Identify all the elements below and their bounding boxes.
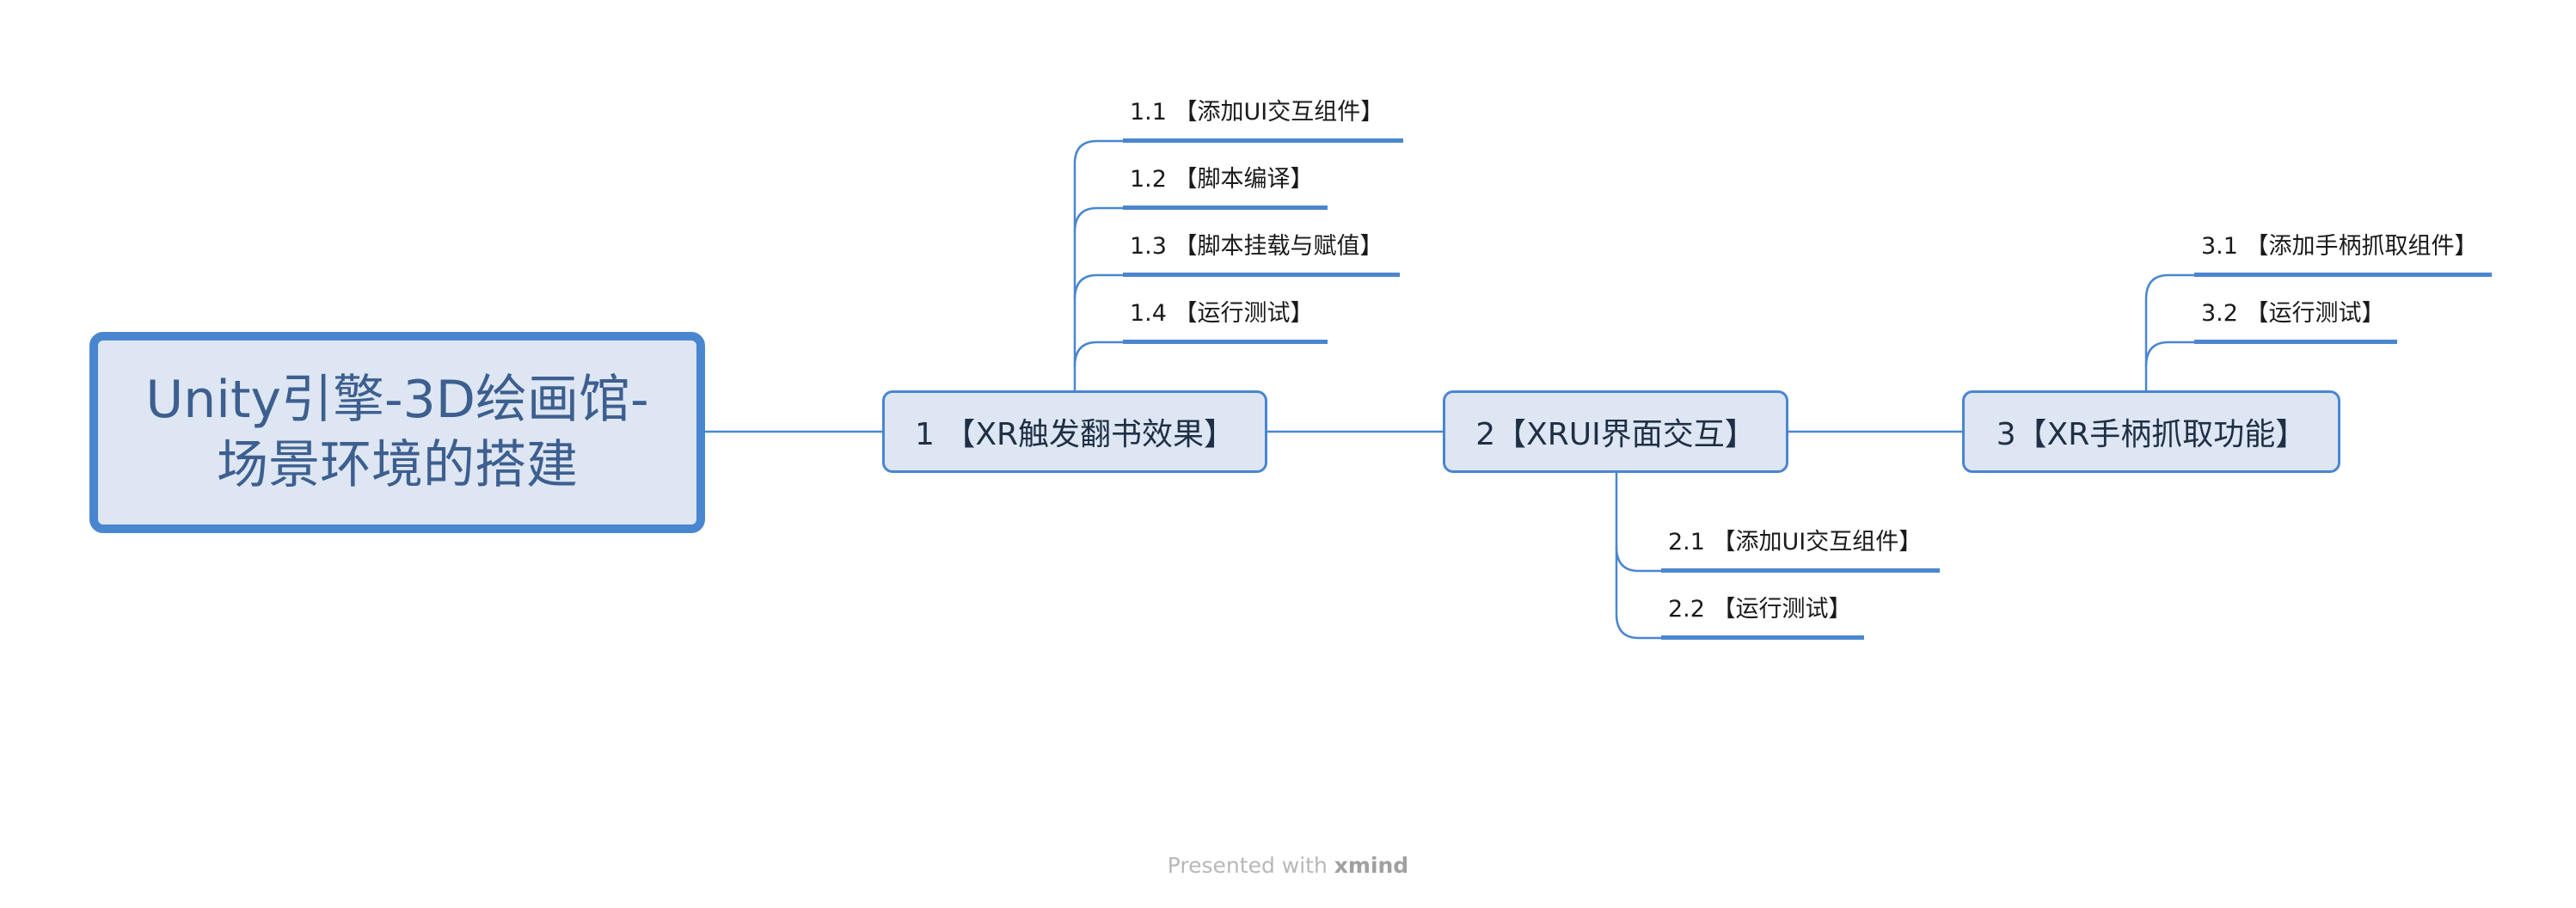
main-topic-xrui-interaction[interactable]: 2【XRUI界面交互】 xyxy=(1443,390,1788,473)
subtopic-3-2-underline xyxy=(2194,340,2397,344)
subtopic-1-1[interactable]: 1.1 【添加UI交互组件】 xyxy=(1130,99,1384,126)
subtopic-2-1[interactable]: 2.1 【添加UI交互组件】 xyxy=(1668,529,1923,555)
subtopic-3-2[interactable]: 3.2 【运行测试】 xyxy=(2201,300,2385,327)
footer-prefix: Presented with xyxy=(1167,853,1334,878)
connector-1-2 xyxy=(1073,206,1126,233)
connector-3-2 xyxy=(2144,340,2198,367)
connector-2-2 xyxy=(1615,547,1663,640)
subtopic-1-4[interactable]: 1.4 【运行测试】 xyxy=(1130,300,1314,327)
subtopic-1-2-underline xyxy=(1123,206,1328,210)
connector-1-1 xyxy=(1073,139,1126,390)
subtopic-2-1-underline xyxy=(1661,568,1940,573)
subtopic-1-3[interactable]: 1.3 【脚本挂载与赋值】 xyxy=(1130,233,1383,260)
connector-1-4 xyxy=(1073,340,1126,367)
connector-1-3 xyxy=(1073,273,1126,300)
subtopic-3-1[interactable]: 3.1 【添加手柄抓取组件】 xyxy=(2201,233,2478,260)
subtopic-1-2[interactable]: 1.2 【脚本编译】 xyxy=(1130,166,1314,193)
subtopic-3-1-underline xyxy=(2194,273,2492,277)
subtopic-1-1-underline xyxy=(1123,138,1403,143)
main-topic-xr-grab[interactable]: 3【XR手柄抓取功能】 xyxy=(1962,390,2340,473)
subtopic-2-2-underline xyxy=(1661,635,1864,640)
presented-with-watermark: Presented with xmind xyxy=(0,853,2576,878)
subtopic-1-4-underline xyxy=(1123,340,1328,344)
subtopic-2-2[interactable]: 2.2 【运行测试】 xyxy=(1668,596,1852,623)
xmind-brand-logo: xmind xyxy=(1334,853,1409,878)
connector-2-1 xyxy=(1615,473,1663,573)
central-topic[interactable]: Unity引擎-3D绘画馆- 场景环境的搭建 xyxy=(89,332,705,533)
subtopic-1-3-underline xyxy=(1123,273,1400,277)
main-topic-xr-page-flip[interactable]: 1 【XR触发翻书效果】 xyxy=(882,390,1267,473)
connector-3-1 xyxy=(2144,273,2198,390)
